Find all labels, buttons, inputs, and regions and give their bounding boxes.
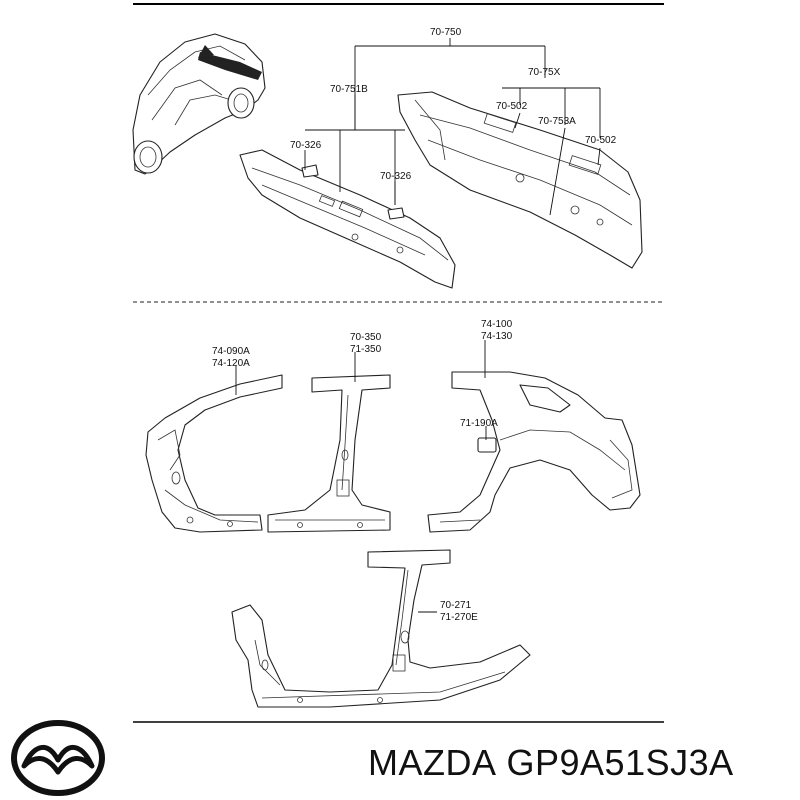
label-70-350: 70-350 <box>350 332 382 343</box>
label-70-326-left: 70-326 <box>290 140 322 151</box>
label-74-090a: 74-090A <box>212 346 250 357</box>
leader-lines-middle <box>235 340 487 440</box>
side-sill-panel <box>231 549 531 708</box>
mazda-logo-icon <box>11 720 105 796</box>
label-74-100: 74-100 <box>481 319 513 330</box>
label-71-350: 71-350 <box>350 344 382 355</box>
center-pillar-panel <box>267 374 391 533</box>
label-70-753a: 70-753A <box>538 116 576 127</box>
label-71-190a: 71-190A <box>460 418 498 429</box>
label-70-751b: 70-751B <box>330 84 368 95</box>
label-70-502-b: 70-502 <box>585 135 617 146</box>
label-70-326-right: 70-326 <box>380 171 412 182</box>
rear-crossmember <box>239 149 456 289</box>
rear-quarter-panel <box>427 371 641 533</box>
front-pillar-panel <box>145 374 283 533</box>
label-71-270e: 71-270E <box>440 612 478 623</box>
brand-name: MAZDA <box>368 742 497 783</box>
vehicle-overview-illustration <box>132 33 266 175</box>
label-70-750: 70-750 <box>430 27 462 38</box>
label-74-130: 74-130 <box>481 331 513 342</box>
part-number: GP9A51SJ3A <box>506 742 734 783</box>
label-70-271: 70-271 <box>440 600 472 611</box>
label-74-120a: 74-120A <box>212 358 250 369</box>
label-70-75x: 70-75X <box>528 67 561 78</box>
leader-lines-top <box>304 38 601 216</box>
label-70-502-a: 70-502 <box>496 101 528 112</box>
